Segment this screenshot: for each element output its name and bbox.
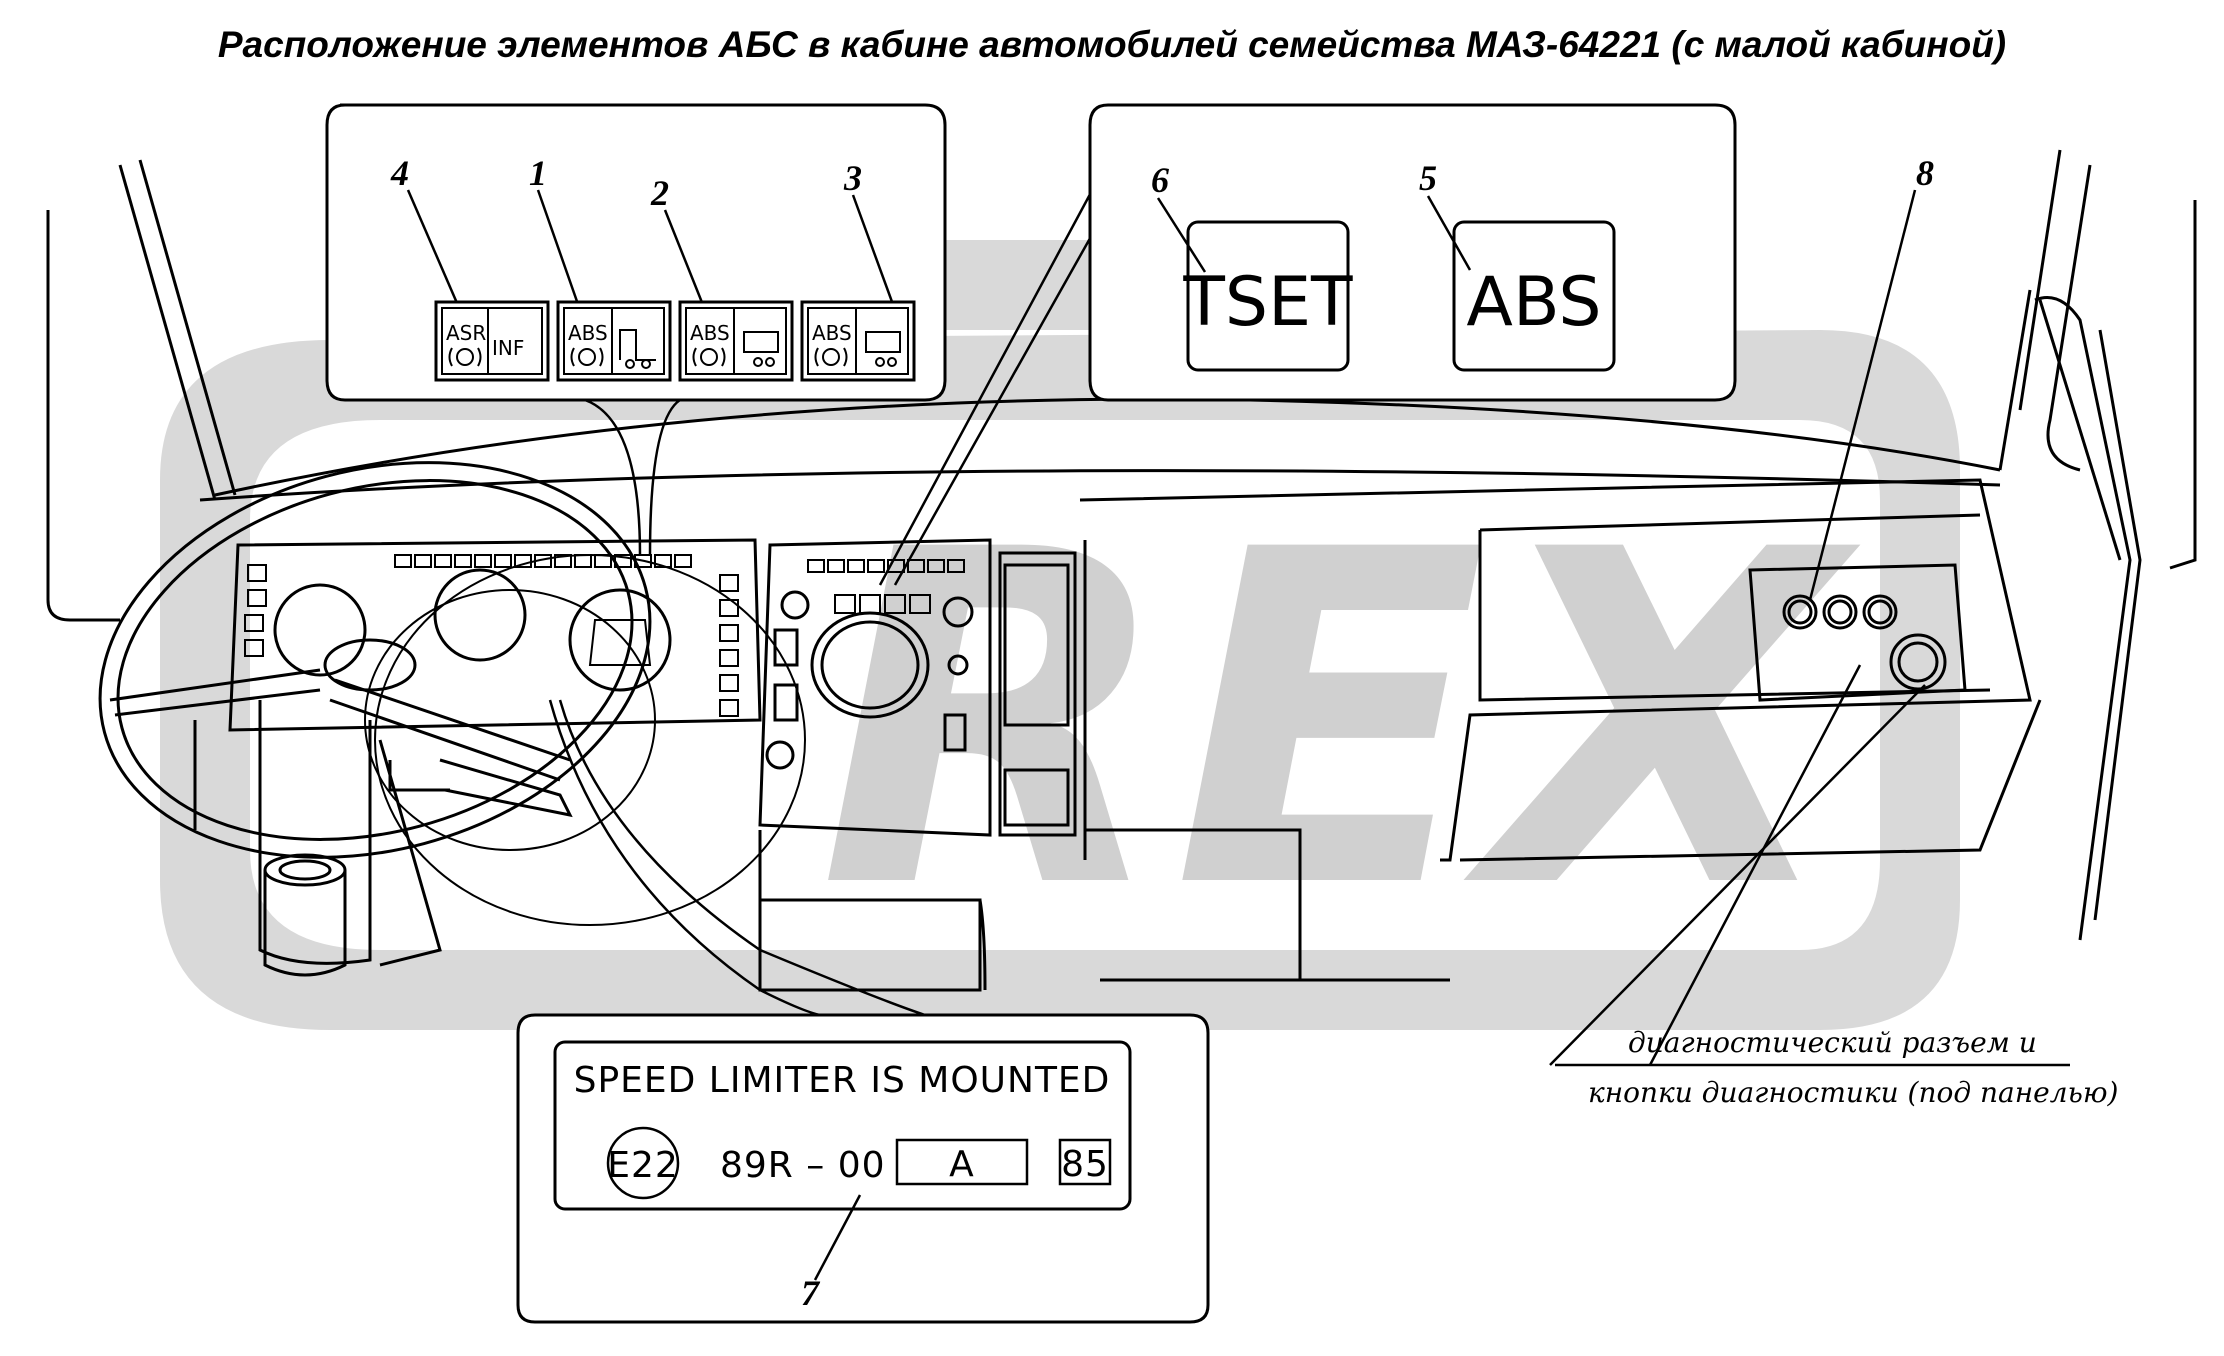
lamp-abs-truck: ABS <box>556 300 672 382</box>
diagnostic-note-line1: диагностический разъем и <box>1628 1026 2037 1059</box>
plate-e-mark: E22 <box>607 1145 679 1186</box>
callout-7: 7 <box>801 1273 821 1313</box>
trailer-icon <box>865 331 901 353</box>
lamp-inf-label: INF <box>492 336 524 360</box>
center-console <box>758 538 1077 992</box>
trailer-icon <box>743 331 779 353</box>
brake-icon <box>700 348 718 366</box>
passenger-dashboard <box>1079 478 2042 982</box>
cab-outline <box>46 149 2197 941</box>
callout-1: 1 <box>529 153 547 193</box>
plate-panel-frame <box>516 1013 1210 1324</box>
lamp-asr-label: ASR <box>446 321 486 345</box>
callout-4: 4 <box>390 153 409 193</box>
brake-icon <box>456 348 474 366</box>
e-mark-circle <box>606 1126 680 1200</box>
plate-code: 89R – 00 <box>720 1145 886 1186</box>
callout-6: 6 <box>1151 160 1169 200</box>
diagnostic-note-line2: кнопки диагностики (под панелью) <box>1588 1076 2118 1109</box>
plate-speed: 85 <box>1061 1144 1109 1185</box>
steering-wheel <box>98 461 806 977</box>
tset-label: TSET <box>1182 263 1353 342</box>
indicator-tset: TSET <box>1182 220 1353 372</box>
lamp-abs-trailer-1: ABS <box>678 300 794 382</box>
callout-3: 3 <box>843 158 862 198</box>
speed-limiter-plate: SPEED LIMITER IS MOUNTED E22 89R – 00 A … <box>553 1040 1132 1211</box>
lamp-abs3-label: ABS <box>812 321 852 345</box>
instrument-cluster <box>228 538 762 732</box>
abs-label: ABS <box>1466 263 1601 342</box>
callout-5: 5 <box>1419 158 1437 198</box>
lamp-abs-trailer-2: ABS <box>800 300 916 382</box>
truck-icon <box>619 329 656 361</box>
callout-8: 8 <box>1916 153 1934 193</box>
page-title: Расположение элементов АБС в кабине авто… <box>217 24 2007 65</box>
lamp-abs2-label: ABS <box>690 321 730 345</box>
lamp-abs1-label: ABS <box>568 321 608 345</box>
brake-icon <box>822 348 840 366</box>
plate-title: SPEED LIMITER IS MOUNTED <box>574 1060 1111 1101</box>
callout-2: 2 <box>650 173 669 213</box>
brake-icon <box>578 348 596 366</box>
watermark-text: REX <box>818 454 1860 989</box>
lamp-asr-inf: ASR INF <box>434 300 550 382</box>
indicator-panel-frame <box>1088 103 1737 402</box>
indicator-abs: ABS <box>1452 220 1616 372</box>
plate-class: A <box>949 1144 975 1185</box>
